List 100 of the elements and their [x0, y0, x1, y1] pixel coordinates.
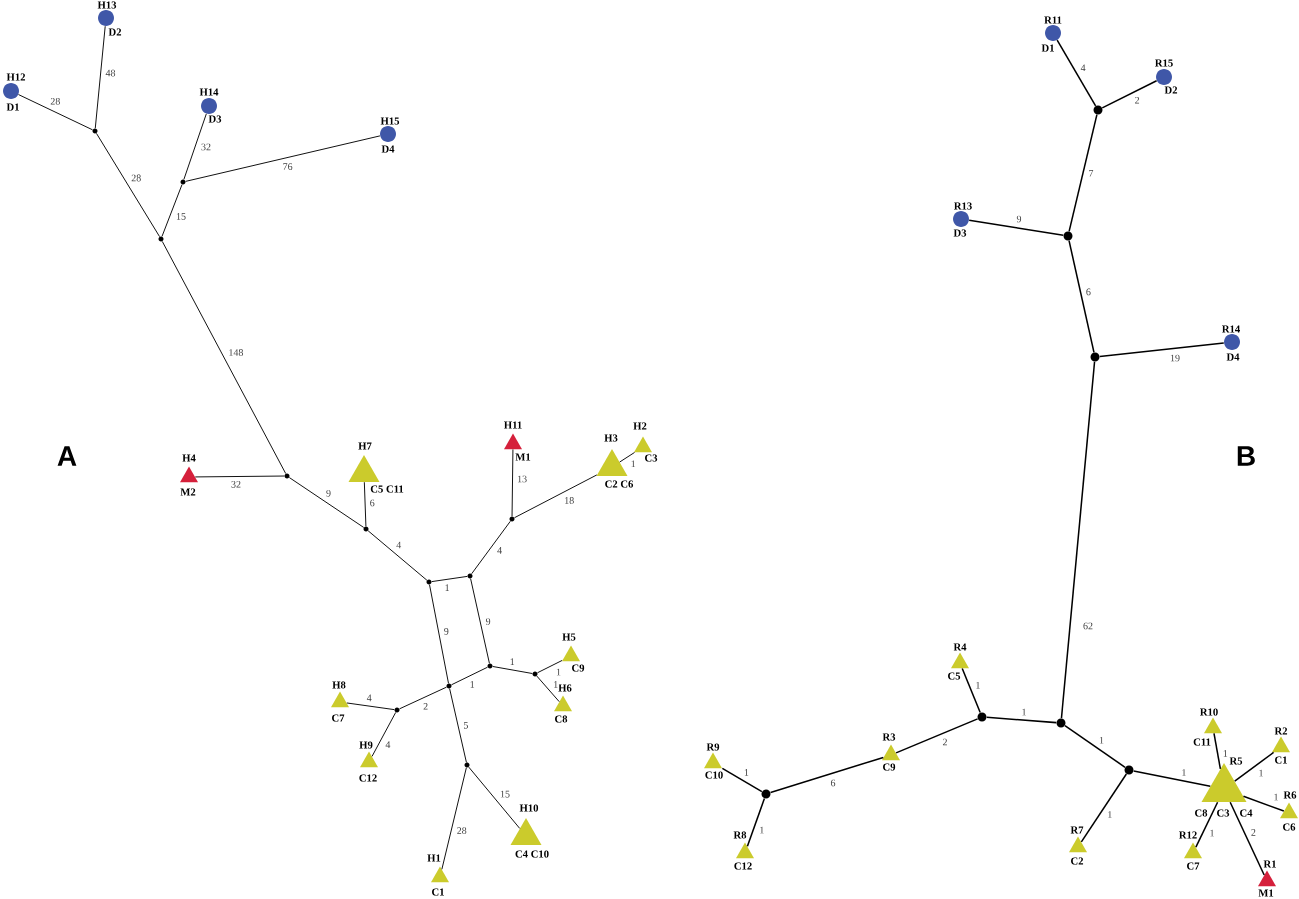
- connector-line: [1101, 79, 1158, 109]
- edge-label: 19: [1169, 353, 1181, 362]
- connector-line: [511, 449, 514, 517]
- haplotype-label: R2: [1274, 727, 1288, 735]
- connector-line: [18, 94, 93, 131]
- edge-label: 9: [325, 489, 332, 498]
- haplotype-label: C8: [555, 715, 568, 723]
- haplotype-label: C4 C10: [515, 850, 549, 858]
- connector-line: [961, 667, 981, 714]
- edge-label: 4: [366, 693, 373, 702]
- connector-line: [1060, 360, 1096, 719]
- haplotype-label: H5: [562, 633, 576, 641]
- edge-label: 6: [829, 778, 837, 787]
- edge-label: 2: [422, 702, 429, 711]
- haplotype-label: M1: [1258, 889, 1274, 897]
- edge-label: 18: [563, 496, 575, 505]
- connector-line: [1056, 39, 1097, 107]
- haplotype-label: H6: [558, 684, 572, 692]
- edge-label: 1: [469, 680, 476, 689]
- haplotype-label: M1: [515, 453, 531, 461]
- haplotype-label: D1: [6, 103, 19, 111]
- connector-line: [194, 475, 285, 478]
- edge-label: 1: [974, 681, 982, 690]
- haplotype-label: C1: [432, 888, 444, 896]
- connector-line: [367, 530, 428, 581]
- edge-label: 6: [1085, 287, 1092, 296]
- connector-line: [363, 481, 367, 527]
- connector-line: [431, 575, 468, 583]
- haplotype-label: H11: [504, 421, 522, 429]
- haplotype-label: C2: [1071, 857, 1084, 865]
- haplotype-label: H9: [359, 741, 373, 749]
- edge-label: 1: [1098, 736, 1105, 745]
- haplotype-label: C7: [1187, 862, 1200, 870]
- edge-label: 148: [227, 348, 245, 357]
- connector-line: [471, 520, 511, 575]
- edge-label: 28: [130, 173, 142, 183]
- haplotype-label: R13: [954, 202, 972, 210]
- connector-line: [1229, 801, 1265, 876]
- haplotype-label: D2: [1164, 86, 1178, 94]
- edge-label: 1: [743, 768, 750, 777]
- panel-letter: B: [1237, 446, 1255, 466]
- haplotype-label: H10: [519, 804, 539, 812]
- haplotype-label: C5 C11: [370, 485, 404, 493]
- haplotype-label: R6: [1283, 791, 1297, 799]
- edge-label: 1: [1106, 810, 1113, 819]
- edge-label: 1: [758, 826, 765, 834]
- haplotype-label: C2 C6: [605, 480, 634, 488]
- connector-line: [441, 767, 467, 870]
- connector-line: [492, 666, 533, 674]
- edge-label: 1: [630, 459, 637, 468]
- haplotype-label: H4: [182, 454, 196, 462]
- edge-label: 15: [499, 790, 511, 799]
- edge-label: 1: [1272, 793, 1280, 801]
- haplotype-label: D4: [1226, 353, 1240, 361]
- edge-label: 6: [369, 498, 376, 507]
- edge-label: 1: [1222, 749, 1229, 758]
- haplotype-label: C9: [883, 763, 896, 771]
- connector-line: [1233, 751, 1275, 782]
- haplotype-label: C12: [359, 774, 377, 782]
- haplotype-label: C10: [705, 771, 723, 779]
- connector-line: [1213, 732, 1222, 770]
- connector-line: [619, 452, 635, 463]
- edge-label: 2: [1133, 96, 1141, 105]
- haplotype-label: R1: [1263, 860, 1276, 868]
- haplotype-label: R12: [1179, 831, 1197, 839]
- haplotype-label: H14: [199, 88, 219, 96]
- edge-label: 4: [496, 546, 503, 555]
- edge-label: 2: [941, 738, 949, 746]
- haplotype-label: H1: [427, 854, 441, 862]
- haplotype-label: D2: [108, 28, 122, 36]
- connector-line: [721, 767, 763, 793]
- connector-line: [769, 756, 885, 794]
- haplotype-label: R8: [733, 831, 747, 839]
- haplotype-label: R5: [1229, 757, 1243, 765]
- connector-line: [161, 240, 287, 474]
- haplotype-label: C6: [1283, 823, 1296, 831]
- edge-label: 48: [104, 69, 117, 78]
- haplotype-label: C11: [1193, 738, 1211, 746]
- connector-line: [1195, 801, 1219, 848]
- edge-label: 1: [509, 657, 516, 666]
- haplotype-label: C3: [645, 454, 658, 462]
- edge-label: 4: [395, 541, 402, 549]
- haplotype-label: D1: [1041, 44, 1054, 52]
- haplotype-label: H7: [358, 442, 372, 450]
- edge-label: 9: [484, 617, 492, 626]
- edge-label: 4: [1079, 63, 1087, 72]
- haplotype-label: M2: [180, 488, 196, 496]
- haplotype-label: D3: [208, 115, 222, 123]
- edge-label: 62: [1082, 621, 1094, 630]
- connector-line: [536, 675, 560, 703]
- edge-label: 1: [1208, 829, 1216, 837]
- haplotype-label: C3: [1217, 809, 1230, 817]
- panel-letter: A: [57, 446, 77, 466]
- edge-label: 2: [1250, 828, 1257, 837]
- connector-line: [96, 132, 161, 238]
- haplotype-label: C1: [1275, 756, 1287, 764]
- haplotype-label: R3: [882, 733, 896, 741]
- edge-label: 1: [555, 668, 562, 676]
- edge-label: 9: [443, 627, 450, 636]
- connector-line: [429, 584, 449, 684]
